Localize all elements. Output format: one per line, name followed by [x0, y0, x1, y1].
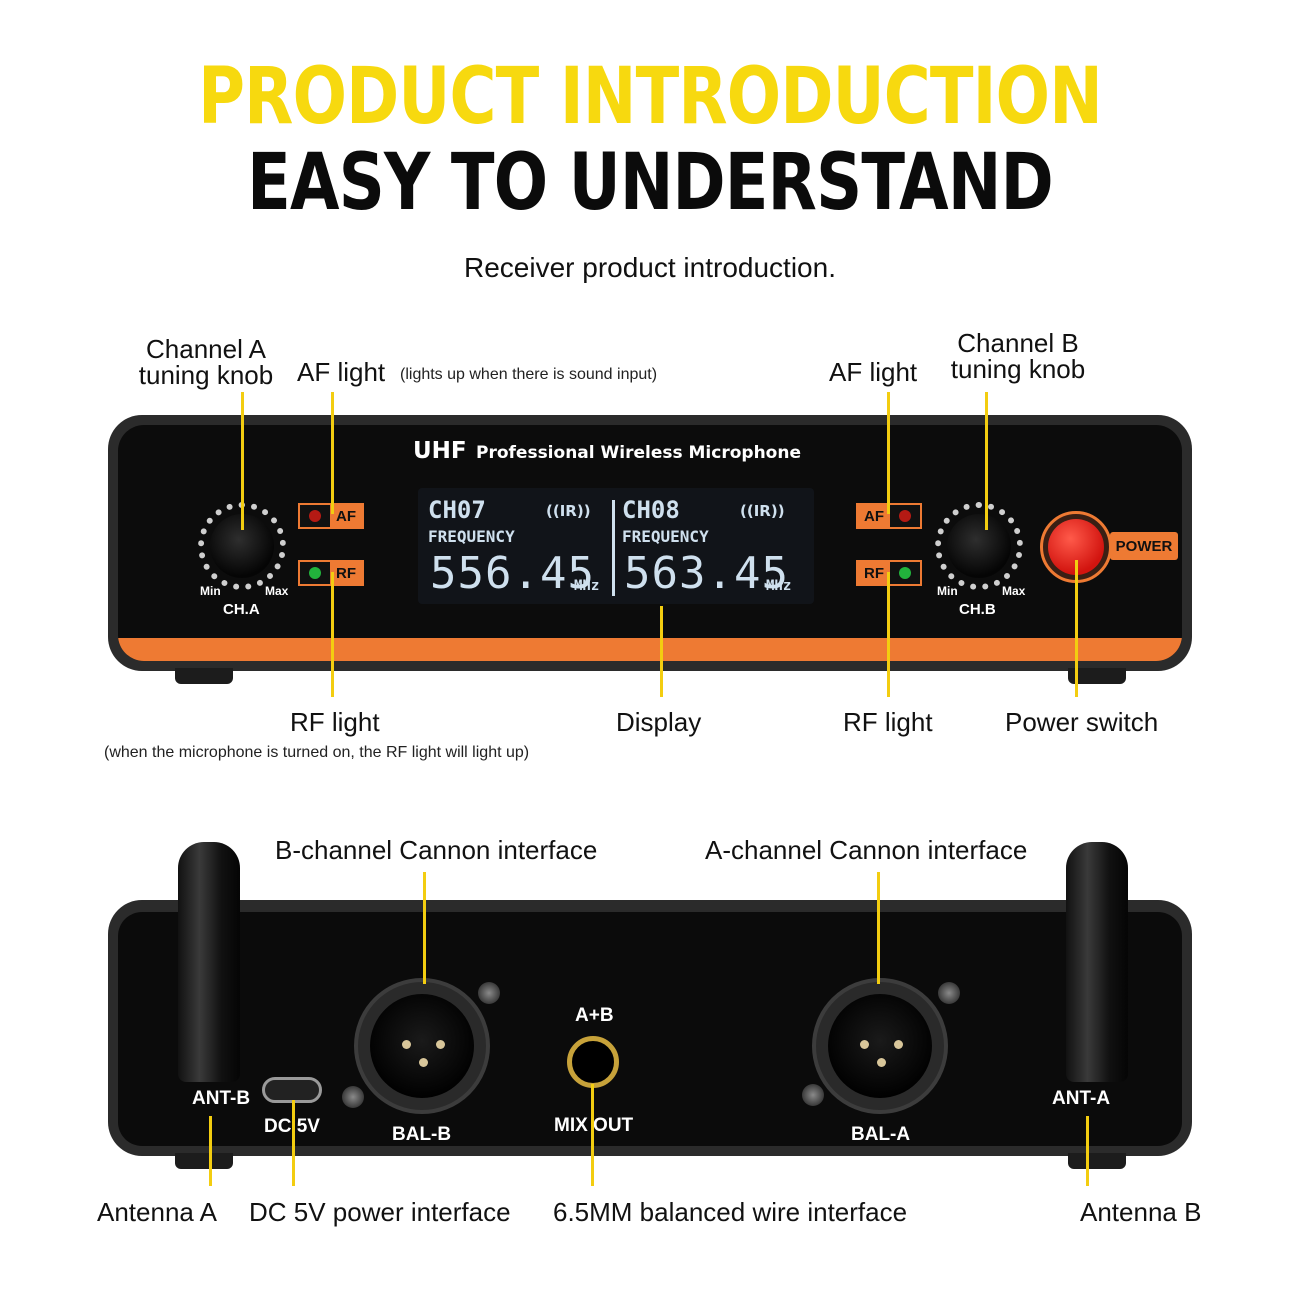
rf-indicator-right: RF [856, 560, 922, 586]
line-channel-b-knob [985, 392, 988, 530]
lcd-right-frequency: 563.45 [624, 548, 789, 599]
mix-out-jack[interactable] [567, 1036, 619, 1088]
af-light-right-label: AF light [829, 357, 918, 387]
knob-a-max: Max [265, 584, 289, 598]
lcd-right-channel: CH08 [622, 496, 680, 524]
ch-b-label: CH.B [959, 601, 996, 618]
knob-a-min: Min [200, 584, 221, 598]
line-balanced [591, 1084, 594, 1186]
rear-panel-face [118, 912, 1182, 1146]
lcd-left-frequency: 556.45 [430, 548, 595, 599]
lcd-divider [612, 500, 615, 596]
lcd-left-unit: MHz [574, 578, 600, 594]
screw-icon [938, 982, 960, 1004]
rf-note: (when the microphone is turned on, the R… [104, 744, 530, 761]
orange-stripe [118, 638, 1182, 661]
lcd-right-unit: MHz [766, 578, 792, 594]
af-tag-right: AF [858, 505, 890, 527]
brand-text: Professional Wireless Microphone [476, 443, 801, 463]
bal-a-label: BAL-A [851, 1124, 911, 1145]
xlr-a-socket [828, 994, 932, 1098]
af-tag-left: AF [330, 505, 362, 527]
b-cannon-label: B-channel Cannon interface [275, 835, 598, 865]
antenna-a-icon[interactable] [1066, 842, 1128, 1082]
channel-b-tuning-knob[interactable] [947, 514, 1011, 578]
antenna-a-label: Antenna A [97, 1197, 217, 1227]
antenna-b-label: Antenna B [1080, 1197, 1202, 1227]
ch-a-label: CH.A [223, 601, 260, 618]
subtitle: Receiver product introduction. [464, 252, 836, 283]
line-a-cannon [877, 872, 880, 984]
af-led-right [890, 505, 920, 527]
xlr-b-pin-1 [402, 1040, 411, 1049]
xlr-a-pin-1 [860, 1040, 869, 1049]
brand-uhf: UHF [413, 438, 467, 464]
rear-foot-right [1068, 1153, 1126, 1169]
front-foot-left [175, 668, 233, 684]
title-line-2: EASY TO UNDERSTAND [247, 138, 1054, 228]
rf-led-right [890, 562, 920, 584]
ant-b-label: ANT-B [192, 1088, 251, 1109]
knob-b-scale [935, 502, 1023, 590]
screw-icon [342, 1086, 364, 1108]
knob-b-min: Min [937, 584, 958, 598]
rf-light-left-label: RF light [290, 707, 380, 737]
rf-light-right-label: RF light [843, 707, 933, 737]
channel-b-knob-label: Channel B tuning knob [950, 328, 1086, 384]
line-rf-left [331, 572, 334, 697]
a-cannon-label: A-channel Cannon interface [705, 835, 1028, 865]
rear-foot-left [175, 1153, 233, 1169]
xlr-b-pin-3 [419, 1058, 428, 1067]
line-antenna-a [209, 1116, 212, 1186]
power-tag: POWER [1110, 532, 1178, 560]
screw-icon [478, 982, 500, 1004]
lcd-display: CH07 ((IR)) FREQUENCY 556.45 MHz CH08 ((… [418, 488, 814, 604]
line-af-left [331, 392, 334, 514]
display-label: Display [616, 707, 702, 737]
lcd-left-freq-label: FREQUENCY [428, 527, 515, 546]
dc-label: DC 5V [264, 1116, 320, 1137]
line-antenna-b [1086, 1116, 1089, 1186]
lcd-left-ir-icon: ((IR)) [546, 502, 591, 520]
line-rf-right [887, 572, 890, 697]
xlr-a-pin-3 [877, 1058, 886, 1067]
lcd-right-freq-label: FREQUENCY [622, 527, 709, 546]
power-switch-label: Power switch [1005, 707, 1159, 737]
bal-b-label: BAL-B [392, 1124, 452, 1145]
antenna-b-icon[interactable] [178, 842, 240, 1082]
rf-led-left [300, 562, 330, 584]
af-light-left-label: AF light [297, 357, 386, 387]
front-foot-right [1068, 668, 1126, 684]
af-led-left [300, 505, 330, 527]
xlr-b-socket [370, 994, 474, 1098]
ant-a-label: ANT-A [1052, 1088, 1111, 1109]
dc-power-label: DC 5V power interface [249, 1197, 511, 1227]
xlr-a-pin-2 [894, 1040, 903, 1049]
line-power-switch [1075, 560, 1078, 697]
rf-tag-left: RF [330, 562, 362, 584]
line-af-right [887, 392, 890, 514]
title-line-1: PRODUCT INTRODUCTION [198, 52, 1103, 142]
line-b-cannon [423, 872, 426, 984]
line-channel-a-knob [241, 392, 244, 530]
channel-a-knob-label: Channel A tuning knob [138, 334, 274, 390]
line-dc-power [292, 1100, 295, 1186]
line-display [660, 606, 663, 697]
lcd-right-ir-icon: ((IR)) [740, 502, 785, 520]
knob-b-max: Max [1002, 584, 1026, 598]
rf-tag-right: RF [858, 562, 890, 584]
a-plus-b-label: A+B [575, 1005, 614, 1026]
af-note: (lights up when there is sound input) [400, 366, 658, 383]
lcd-left-channel: CH07 [428, 496, 486, 524]
xlr-b-pin-2 [436, 1040, 445, 1049]
balanced-wire-label: 6.5MM balanced wire interface [553, 1197, 908, 1227]
screw-icon [802, 1084, 824, 1106]
